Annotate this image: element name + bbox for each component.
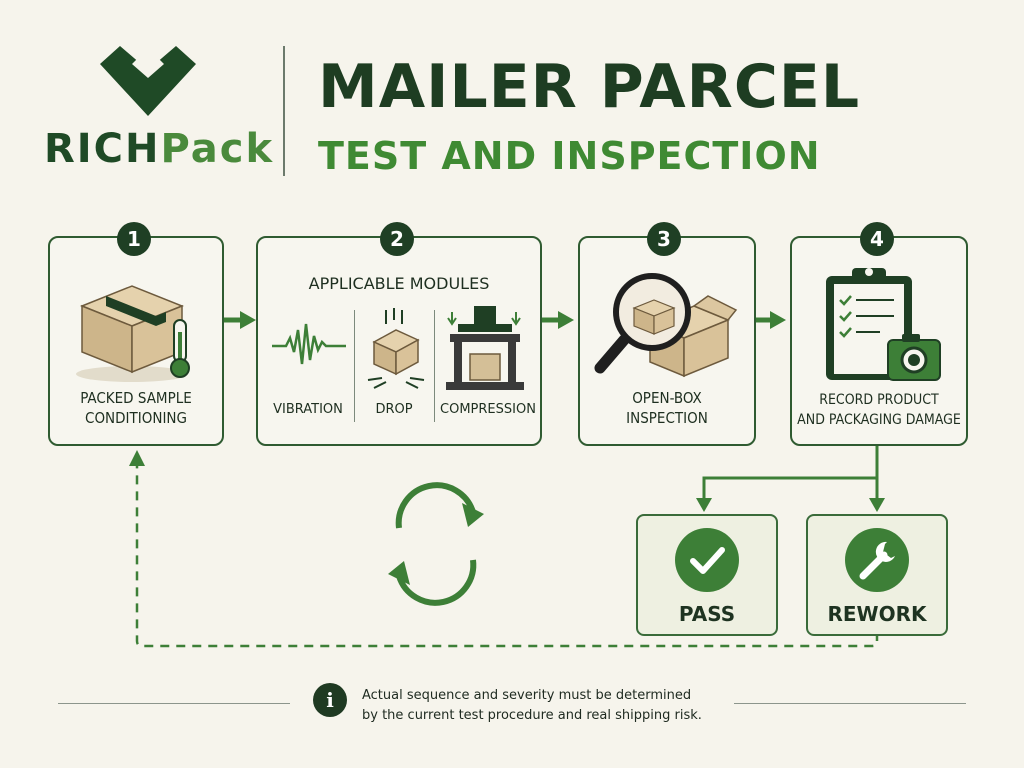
step-1-card: PACKED SAMPLE CONDITIONING (48, 236, 224, 446)
richpack-logo-icon (100, 46, 196, 116)
step-4-badge: 4 (860, 222, 894, 256)
footer-note: Actual sequence and severity must be det… (362, 686, 702, 726)
outcome-rework-label: REWORK (827, 602, 927, 626)
wrench-icon (845, 528, 909, 592)
module-label-vibration: VIBRATION (273, 402, 343, 417)
footer-note-line1: Actual sequence and severity must be det… (362, 688, 692, 703)
module-label-compression: COMPRESSION (440, 402, 536, 417)
step-3-label-line1: OPEN-BOX (632, 389, 702, 407)
step-4-label-line1: RECORD PRODUCT (819, 392, 939, 408)
cycle-arrowhead-bottom (388, 561, 410, 585)
box-thermometer-icon (76, 285, 190, 382)
check-icon (675, 528, 739, 592)
brand-name-part1: RICH (44, 126, 161, 172)
info-icon: i (313, 683, 347, 717)
clipboard-camera-icon (826, 268, 941, 381)
page-title: MAILER PARCEL (318, 52, 861, 122)
module-label-drop: DROP (375, 402, 413, 417)
feedback-loop-dashed (135, 462, 879, 648)
drop-box-icon (367, 308, 425, 389)
step-1-badge: 1 (117, 222, 151, 256)
step-2-card: APPLICABLE MODULES VIBRATION DROP (256, 236, 542, 446)
step-2-badge: 2 (380, 222, 414, 256)
arrow-step3-to-step4 (754, 311, 786, 329)
step-4-label: RECORD PRODUCT AND PACKAGING DAMAGE (792, 390, 966, 430)
footer-note-line2: by the current test procedure and real s… (362, 708, 702, 723)
brand-name-part2: Pack (160, 126, 275, 172)
footer-line-right (734, 703, 966, 704)
module-divider-2 (434, 310, 435, 422)
step-3-label-line2: INSPECTION (626, 409, 708, 427)
arrowhead-feedback (129, 450, 145, 466)
step-3-card: OPEN-BOX INSPECTION (578, 236, 756, 446)
refresh-cycle-icon (395, 482, 477, 606)
arrow-step2-to-step3 (540, 311, 574, 329)
step-3-label: OPEN-BOX INSPECTION (580, 388, 754, 428)
outcome-rework-card: REWORK (806, 514, 948, 636)
cycle-arrowhead-top (462, 503, 484, 527)
arrow-step4-to-outcomes (702, 444, 879, 500)
outcome-pass-label: PASS (678, 602, 736, 626)
step-4-card: RECORD PRODUCT AND PACKAGING DAMAGE (790, 236, 968, 446)
modules-heading: APPLICABLE MODULES (308, 274, 490, 293)
step-1-label: PACKED SAMPLE CONDITIONING (50, 388, 222, 428)
outcome-pass-card: PASS (636, 514, 778, 636)
step-4-label-line2: AND PACKAGING DAMAGE (797, 412, 961, 428)
step-3-badge: 3 (647, 222, 681, 256)
brand-name: RICHPack (44, 126, 274, 172)
header-divider (283, 46, 285, 176)
arrowhead-rework (869, 498, 885, 512)
page-subtitle: TEST AND INSPECTION (318, 134, 821, 178)
vibration-wave-icon (272, 323, 346, 365)
step-1-label-line1: PACKED SAMPLE (80, 389, 192, 407)
module-divider-1 (354, 310, 355, 422)
compression-press-icon (446, 306, 524, 390)
step-1-label-line2: CONDITIONING (85, 409, 187, 427)
arrow-step1-to-step2 (222, 311, 256, 329)
arrowhead-pass (696, 498, 712, 512)
magnifier-box-icon (594, 273, 738, 378)
footer-line-left (58, 703, 290, 704)
